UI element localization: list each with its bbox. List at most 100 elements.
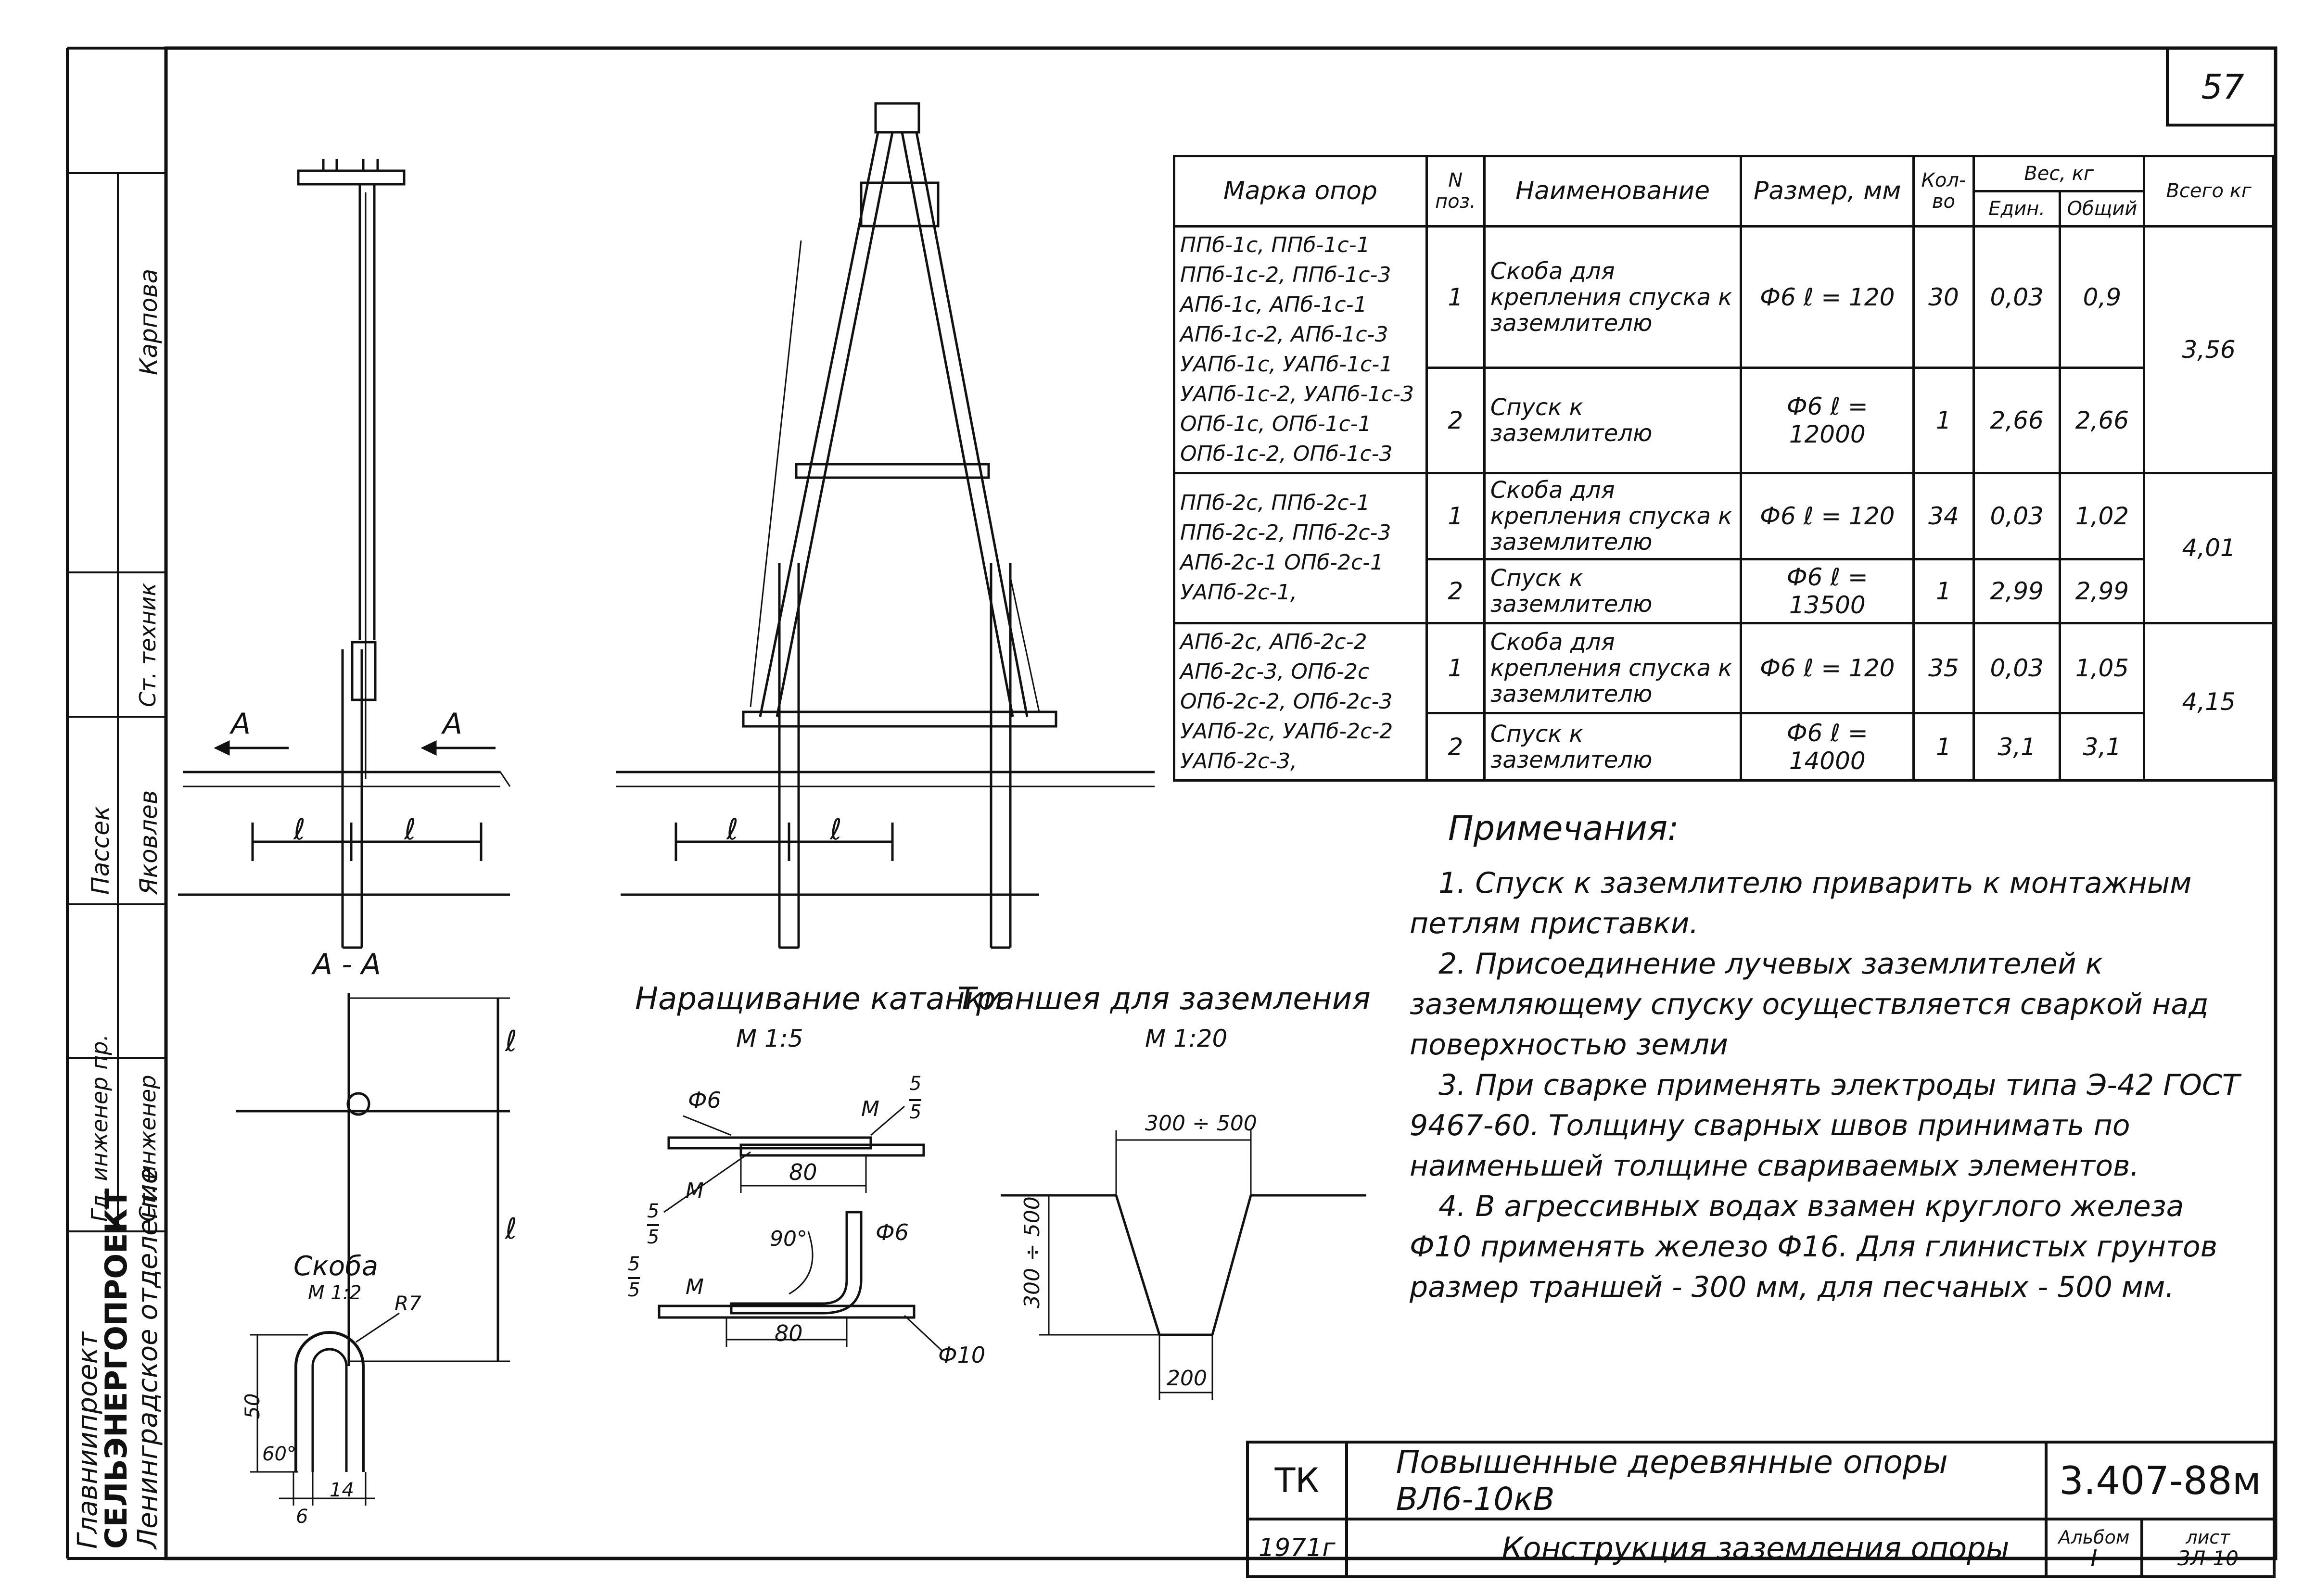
notes-title: Примечания: bbox=[1448, 809, 1679, 848]
mark-line: ОПб-1с, ОПб-1с-1 bbox=[1180, 411, 1372, 436]
tb-sheet-value: 3Л-10 bbox=[2177, 1546, 2239, 1570]
title-block-row-2: 1971г Конструкция заземления опоры Альбо… bbox=[1246, 1518, 2276, 1578]
pole-side-view bbox=[178, 159, 511, 949]
cell-pos: 1 bbox=[1425, 471, 1486, 560]
col-grand: Всего кг bbox=[2143, 155, 2275, 228]
dim-l-5: ℓ bbox=[505, 1025, 517, 1058]
cell-size: Ф6 ℓ = 120 bbox=[1740, 621, 1915, 715]
cell-total: 1,02 bbox=[2059, 471, 2146, 560]
tb-year: 1971г bbox=[1246, 1518, 1348, 1578]
trench-top-dim: 300 ÷ 500 bbox=[1145, 1111, 1257, 1136]
weld-frac-a-top: 5 bbox=[909, 1073, 922, 1095]
cell-unit: 0,03 bbox=[1972, 225, 2061, 369]
trench-detail bbox=[1001, 1130, 1366, 1400]
cell-pos: 2 bbox=[1425, 367, 1486, 474]
cell-qty: 35 bbox=[1912, 621, 1975, 715]
cell-unit: 3,1 bbox=[1972, 712, 2061, 782]
tb-subtitle: Конструкция заземления опоры bbox=[1345, 1518, 2048, 1578]
mark-line: УАПб-2с, УАПб-2с-2 bbox=[1180, 719, 1393, 744]
tb-album-value: I bbox=[2090, 1545, 2098, 1572]
col-qty: Кол-во bbox=[1912, 155, 1975, 228]
angle-90: 90° bbox=[770, 1227, 807, 1251]
cell-qty: 1 bbox=[1912, 367, 1975, 474]
sidebar-name-3: Карпова bbox=[135, 268, 163, 375]
weld-m-b: М bbox=[686, 1178, 704, 1203]
dim-l-6: ℓ bbox=[505, 1212, 517, 1246]
clip-angle: 60° bbox=[262, 1443, 296, 1465]
clip-height: 50 bbox=[241, 1393, 264, 1419]
weld-frac-c-top: 5 bbox=[628, 1253, 640, 1275]
cell-size: Ф6 ℓ = 14000 bbox=[1740, 712, 1915, 782]
cell-unit: 0,03 bbox=[1972, 621, 2061, 715]
note-1: 1. Спуск к заземлителю приварить к монта… bbox=[1410, 866, 2192, 940]
title-block: ТК Повышенные деревянные опоры ВЛ6-10кВ … bbox=[1246, 1441, 2276, 1578]
col-pos: N поз. bbox=[1425, 155, 1486, 228]
weld-m-a: М bbox=[861, 1097, 879, 1121]
sidebar-role-3: Ст. техник bbox=[135, 583, 161, 707]
tb-sheet: лист 3Л-10 bbox=[2140, 1518, 2276, 1578]
note-2: 2. Присоединение лучевых заземлителей к … bbox=[1410, 947, 2209, 1062]
mark-line: АПб-1с-2, АПб-1с-3 bbox=[1180, 322, 1388, 347]
notes-block: Примечания: 1. Спуск к заземлителю прива… bbox=[1410, 808, 2247, 1307]
cell-name: Спуск к заземлителю bbox=[1483, 557, 1743, 624]
cell-name: Скоба для крепления спуска к заземлителю bbox=[1483, 621, 1743, 715]
tb-sheet-label: лист bbox=[2186, 1527, 2230, 1548]
cell-total: 1,05 bbox=[2059, 621, 2146, 715]
extension-title: Наращивание катанки bbox=[635, 981, 1004, 1017]
col-size: Размер, мм bbox=[1740, 155, 1915, 228]
col-name: Наименование bbox=[1483, 155, 1743, 228]
trench-title: Траншея для заземления bbox=[957, 981, 1371, 1017]
section-label: А - А bbox=[313, 948, 381, 981]
cell-unit: 0,03 bbox=[1972, 471, 2061, 560]
cell-unit: 2,99 bbox=[1972, 557, 2061, 624]
sidebar-org2: СЕЛЬЭНЕРГОПРОЕКТ bbox=[99, 1188, 134, 1549]
cell-qty: 1 bbox=[1912, 557, 1975, 624]
mark-line: ППб-1с, ППб-1с-1 bbox=[1180, 232, 1370, 257]
materials-table: Марка опор N поз. Наименование Размер, м… bbox=[1173, 155, 2275, 782]
cell-name: Скоба для крепления спуска к заземлителю bbox=[1483, 471, 1743, 560]
weld-frac-c-bot: 5 bbox=[628, 1277, 640, 1301]
mark-line: УАПб-1с-2, УАПб-1с-3 bbox=[1180, 381, 1414, 406]
cell-pos: 2 bbox=[1425, 557, 1486, 624]
pole-front-view bbox=[616, 102, 1155, 949]
title-block-row-1: ТК Повышенные деревянные опоры ВЛ6-10кВ … bbox=[1246, 1441, 2276, 1520]
dim-l-3: ℓ bbox=[726, 813, 738, 847]
cell-qty: 1 bbox=[1912, 712, 1975, 782]
cell-total: 0,9 bbox=[2059, 225, 2146, 369]
section-a-a bbox=[236, 993, 510, 1366]
mark-line: ОПб-2с-2, ОПб-2с-3 bbox=[1180, 689, 1393, 714]
cell-name: Спуск к заземлителю bbox=[1483, 712, 1743, 782]
sheet-number: 57 bbox=[2201, 67, 2244, 107]
cell-unit: 2,66 bbox=[1972, 367, 2061, 474]
cut-mark-right: А bbox=[443, 707, 463, 741]
dim-l-4: ℓ bbox=[830, 813, 842, 847]
mark-line: АПб-1с, АПб-1с-1 bbox=[1180, 292, 1367, 317]
cell-size: Ф6 ℓ = 13500 bbox=[1740, 557, 1915, 624]
col-weight: Вес, кг bbox=[1972, 155, 2146, 192]
mark-line: АПб-2с, АПб-2с-2 bbox=[1180, 629, 1367, 654]
label-phi6-a: Ф6 bbox=[688, 1087, 721, 1113]
cell-total: 2,99 bbox=[2059, 557, 2146, 624]
mark-line: УАПб-2с-1, bbox=[1180, 580, 1298, 605]
table-subheader-row: Един. Общий bbox=[1174, 190, 2274, 228]
col-unit: Един. bbox=[1972, 190, 2061, 228]
cell-size: Ф6 ℓ = 120 bbox=[1740, 225, 1915, 369]
dim-l-2: ℓ bbox=[404, 813, 416, 847]
tb-tk: ТК bbox=[1246, 1441, 1348, 1520]
tb-album-label: Альбом bbox=[2058, 1527, 2130, 1548]
cell-pos: 2 bbox=[1425, 712, 1486, 782]
label-phi10: Ф10 bbox=[938, 1342, 986, 1368]
cell-grand: 4,15 bbox=[2143, 621, 2275, 782]
note-4: 4. В агрессивных водах взамен круглого ж… bbox=[1410, 1190, 2218, 1304]
outer-frame bbox=[164, 46, 2278, 1560]
dim-80-a: 80 bbox=[789, 1159, 817, 1185]
cell-grand: 3,56 bbox=[2143, 225, 2275, 474]
clip-radius: R7 bbox=[394, 1292, 421, 1315]
